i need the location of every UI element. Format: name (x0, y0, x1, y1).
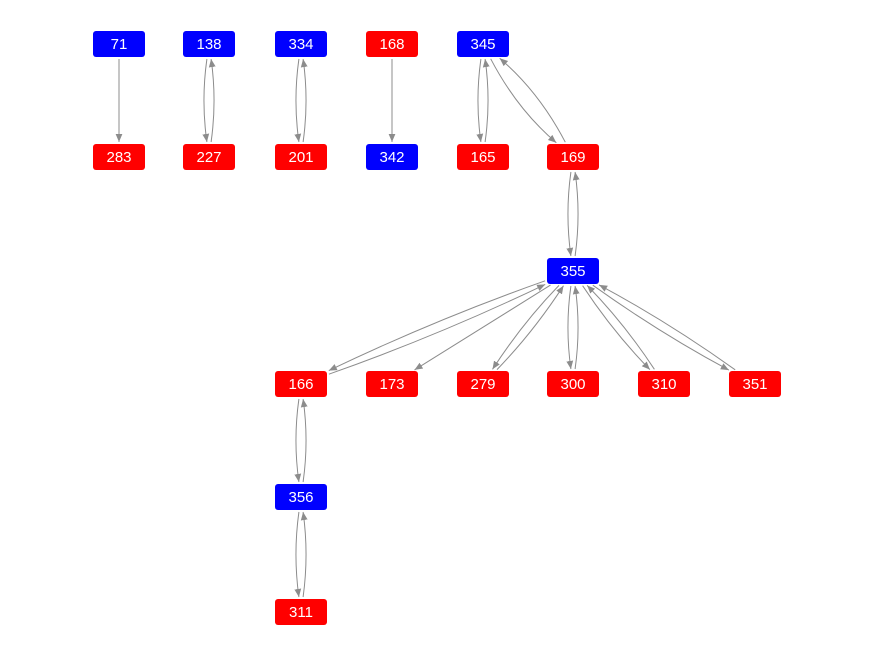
graph-edge-310-to-355 (586, 285, 655, 370)
graph-node-label: 311 (289, 603, 313, 621)
graph-edge-165-to-345 (482, 58, 490, 143)
graph-edge-279-to-355 (496, 285, 564, 370)
graph-node-label: 166 (288, 375, 314, 393)
graph-edge-345-to-169 (490, 58, 557, 144)
graph-node-label: 356 (288, 488, 314, 506)
graph-node-334[interactable]: 334 (275, 31, 327, 57)
graph-node-311[interactable]: 311 (275, 599, 327, 625)
graph-node-label: 138 (196, 35, 222, 53)
graph-edge-351-to-355 (598, 284, 736, 371)
graph-node-label: 165 (470, 148, 496, 166)
graph-edge-166-to-355 (328, 283, 546, 375)
graph-edge-169-to-345 (499, 57, 566, 143)
graph-node-label: 342 (379, 148, 405, 166)
graph-edge-201-to-334 (300, 58, 308, 143)
graph-node-351[interactable]: 351 (729, 371, 781, 397)
graph-node-345[interactable]: 345 (457, 31, 509, 57)
graph-edge-311-to-356 (300, 511, 308, 598)
graph-edge-334-to-201 (294, 58, 302, 143)
graph-node-label: 169 (560, 148, 586, 166)
graph-edge-355-to-300 (566, 285, 574, 370)
graph-node-71[interactable]: 71 (93, 31, 145, 57)
graph-node-165[interactable]: 165 (457, 144, 509, 170)
graph-node-166[interactable]: 166 (275, 371, 327, 397)
graph-node-label: 355 (560, 262, 586, 280)
graph-edge-355-to-169 (572, 171, 580, 257)
graph-node-label: 168 (379, 35, 405, 53)
graph-node-label: 310 (651, 375, 677, 393)
graph-node-283[interactable]: 283 (93, 144, 145, 170)
graph-edge-355-to-173 (414, 284, 551, 371)
graph-node-201[interactable]: 201 (275, 144, 327, 170)
graph-node-356[interactable]: 356 (275, 484, 327, 510)
graph-edge-355-to-279 (492, 285, 560, 370)
graph-edge-227-to-138 (208, 58, 216, 143)
graph-node-279[interactable]: 279 (457, 371, 509, 397)
graph-node-169[interactable]: 169 (547, 144, 599, 170)
graph-node-355[interactable]: 355 (547, 258, 599, 284)
graph-node-168[interactable]: 168 (366, 31, 418, 57)
graph-edge-355-to-166 (328, 280, 546, 372)
graph-edge-355-to-351 (592, 284, 730, 371)
graph-node-label: 283 (106, 148, 132, 166)
graph-node-138[interactable]: 138 (183, 31, 235, 57)
graph-edge-138-to-227 (202, 58, 210, 143)
graph-edge-300-to-355 (572, 285, 580, 370)
graph-node-227[interactable]: 227 (183, 144, 235, 170)
graph-edge-166-to-356 (294, 398, 302, 483)
graph-node-310[interactable]: 310 (638, 371, 690, 397)
graph-node-label: 351 (742, 375, 768, 393)
graph-edge-355-to-310 (582, 285, 651, 370)
graph-edge-169-to-355 (566, 171, 574, 257)
graph-edge-356-to-311 (294, 511, 302, 598)
graph-node-label: 71 (110, 35, 128, 53)
graph-edge-345-to-165 (476, 58, 484, 143)
graph-node-label: 227 (196, 148, 222, 166)
graph-node-label: 201 (288, 148, 314, 166)
graph-node-342[interactable]: 342 (366, 144, 418, 170)
graph-node-label: 279 (470, 375, 496, 393)
graph-node-label: 300 (560, 375, 586, 393)
graph-node-label: 334 (288, 35, 314, 53)
graph-edge-356-to-166 (300, 398, 308, 483)
graph-node-label: 345 (470, 35, 496, 53)
graph-node-173[interactable]: 173 (366, 371, 418, 397)
graph-node-label: 173 (379, 375, 405, 393)
graph-node-300[interactable]: 300 (547, 371, 599, 397)
